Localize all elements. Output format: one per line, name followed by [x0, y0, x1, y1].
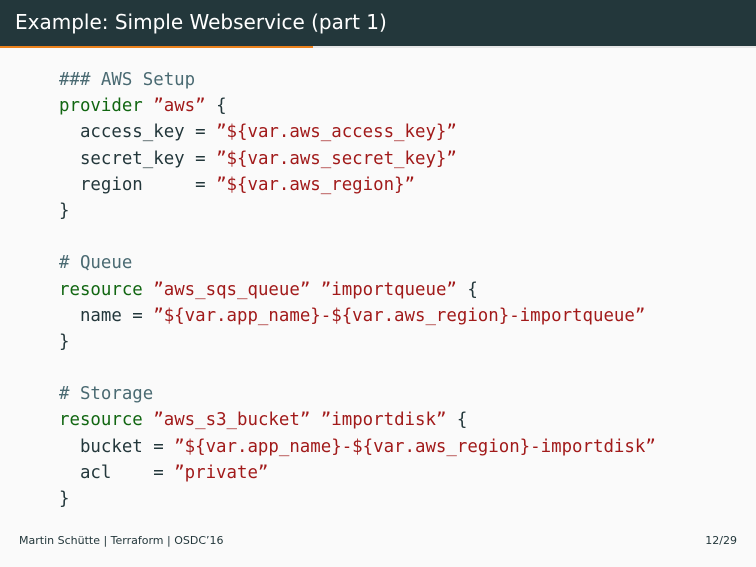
code-token-string: ”importdisk” — [320, 410, 447, 431]
code-token-string: ”aws_sqs_queue” — [153, 279, 311, 300]
code-token-string: ”aws” — [153, 96, 206, 117]
code-token-string: ”private” — [174, 462, 269, 483]
code-line: # Storage — [59, 381, 656, 407]
code-token-keyword: resource — [59, 410, 143, 431]
code-line: name = ”${var.app_name}-${var.aws_region… — [59, 303, 656, 329]
code-line: } — [59, 486, 656, 512]
code-token-plain: { — [446, 410, 468, 431]
code-token-string: ”importqueue” — [320, 279, 457, 300]
code-block: ### AWS Setup provider ”aws” { access_key… — [59, 67, 656, 512]
code-token-string: ”${var.aws_secret_key}” — [216, 148, 457, 169]
code-token-plain: } — [59, 489, 70, 509]
code-token-plain: acl = — [59, 462, 175, 483]
code-token-plain — [143, 96, 153, 116]
code-line: region = ”${var.aws_region}” — [59, 172, 656, 198]
code-line — [59, 224, 656, 250]
code-token-string: ”${var.aws_region}” — [216, 174, 415, 195]
code-token-plain: bucket = — [59, 436, 175, 457]
code-token-plain: } — [59, 331, 70, 352]
slide-title-bar: Example: Simple Webservice (part 1) — [0, 0, 756, 46]
code-token-string: ”aws_s3_bucket” — [153, 410, 311, 431]
code-line: ### AWS Setup — [59, 67, 656, 93]
code-token-keyword: provider — [59, 96, 143, 117]
slide-progress-bar — [0, 46, 313, 48]
code-token-comment: # Queue — [59, 253, 133, 274]
title-underline — [0, 46, 756, 48]
code-token-comment: ### AWS Setup — [59, 70, 196, 90]
code-token-plain — [143, 410, 153, 430]
slide-title: Example: Simple Webservice (part 1) — [15, 10, 387, 34]
code-token-plain — [143, 280, 153, 300]
code-line — [59, 355, 656, 381]
code-token-string: ”${var.aws_access_key}” — [216, 122, 457, 143]
code-token-plain: region = — [59, 174, 217, 195]
code-token-plain — [310, 280, 320, 300]
code-line: resource ”aws_sqs_queue” ”importqueue” { — [59, 277, 656, 303]
code-token-plain: secret_key = — [59, 148, 217, 169]
code-token-plain: access_key = — [59, 122, 217, 143]
code-line: } — [59, 329, 656, 355]
code-line: bucket = ”${var.app_name}-${var.aws_regi… — [59, 434, 656, 460]
code-token-keyword: resource — [59, 279, 143, 300]
code-token-string: ”${var.app_name}-${var.aws_region}-impor… — [174, 436, 656, 457]
code-token-comment: # Storage — [59, 384, 154, 405]
code-line: resource ”aws_s3_bucket” ”importdisk” { — [59, 407, 656, 433]
code-line: acl = ”private” — [59, 460, 656, 486]
code-token-plain: } — [59, 200, 70, 221]
code-line: # Queue — [59, 250, 656, 276]
code-line: secret_key = ”${var.aws_secret_key}” — [59, 146, 656, 172]
code-token-plain: name = — [59, 305, 154, 326]
code-token-string: ”${var.app_name}-${var.aws_region}-impor… — [153, 305, 646, 326]
code-token-plain: { — [456, 279, 478, 300]
code-token-plain: { — [205, 96, 227, 117]
code-line: provider ”aws” { — [59, 93, 656, 119]
code-line: } — [59, 198, 656, 224]
code-token-plain — [310, 410, 320, 430]
footer-author-info: Martin Schütte | Terraform | OSDC’16 — [19, 534, 224, 547]
page-number: 12/29 — [705, 534, 737, 547]
code-line: access_key = ”${var.aws_access_key}” — [59, 119, 656, 145]
